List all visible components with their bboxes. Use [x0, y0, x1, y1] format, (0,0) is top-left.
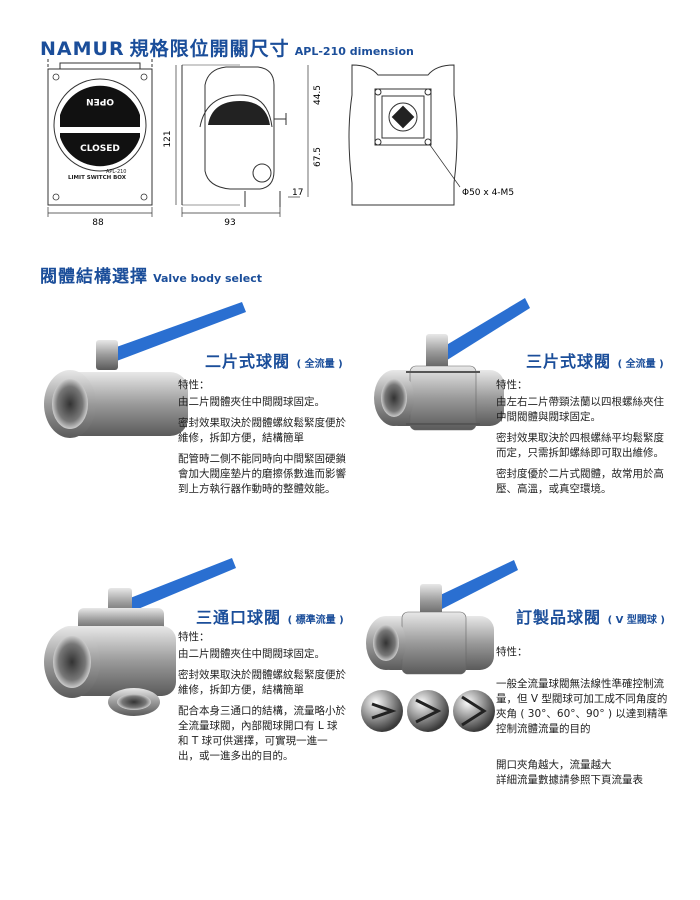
plate-model: APL-210 [106, 169, 126, 175]
valve-1-title: 二片式球閥 [205, 352, 291, 371]
plate-title: LIMIT SWITCH BOX [68, 175, 127, 181]
valve-1-paragraph: 密封效果取決於閥體螺紋鬆緊度便於維修，拆卸方便，結構簡單 [178, 417, 346, 444]
v-ball-60 [407, 690, 449, 732]
valve-two-piece-image [44, 302, 246, 438]
section-header: 閥體結構選擇 Valve body select [40, 262, 262, 287]
valve-handle [108, 302, 246, 362]
valve-1-feature-label: 特性： [178, 379, 210, 391]
valve-3-title-block: 三通口球閥 ( 標準流量 ) [196, 604, 344, 628]
dial-bottom [60, 133, 140, 167]
dim-17: 17 [292, 188, 303, 198]
side-view [181, 64, 287, 207]
valve-bore [53, 636, 91, 688]
bottom-view-shaft [391, 105, 415, 129]
dim-121: 121 [163, 130, 173, 147]
header-title-zh: 規格限位開關尺寸 [129, 38, 290, 60]
valve-1-paragraph: 由二片閥體夾住中間閥球固定。 [178, 396, 325, 408]
valve-4-paragraph: 開口夾角越大，流量越大 詳細流量數據請參照下頁流量表 [496, 759, 643, 786]
v-ball-30 [361, 690, 403, 732]
valve-1-paragraph: 配管時二側不能同時向中間緊固硬鎖會加大閥座墊片的磨擦係數進而影響到上方執行器作動… [178, 453, 346, 495]
valve-stem [426, 334, 448, 370]
dimension-drawing: OPEN CLOSED APL-210 LIMIT SWITCH BOX 88 … [47, 59, 514, 225]
valve-2-paragraph: 密封度優於二片式閥體，故常用於高壓、高溫，或真空環境。 [496, 468, 664, 495]
header-brand: NAMUR [40, 38, 125, 60]
section-title-en: Valve body select [153, 272, 262, 285]
valve-bore [381, 379, 407, 417]
valve-three-piece-image [374, 298, 530, 431]
dim-93: 93 [224, 218, 235, 225]
valve-2-feature-label: 特性： [496, 379, 528, 391]
valve-handle [120, 558, 236, 614]
dim-hole: Φ50 x 4-M5 [462, 188, 514, 198]
valve-2-paragraph: 密封效果取決於四根螺絲平均鬆緊度而定，只需拆卸螺絲即可取出維修。 [496, 432, 664, 459]
valve-3-subtitle: ( 標準流量 ) [287, 615, 344, 626]
valve-3-paragraph: 密封效果取決於閥體螺紋鬆緊度便於維修，拆卸方便，結構簡單 [178, 669, 346, 696]
valve-3-paragraph: 配合本身三通口的結構，流量略小於全流量球閥，內部閥球開口有 L 球和 T 球可供… [178, 705, 346, 762]
valve-1-title-block: 二片式球閥 ( 全流量 ) [205, 348, 343, 372]
valve-4-description: 特性： 一般全流量球閥無法線性準確控制流量，但 V 型閥球可加工成不同角度的夾角… [496, 630, 668, 809]
page-header: NAMUR 規格限位開關尺寸 APL-210 dimension [40, 34, 414, 61]
valve-three-way-image [44, 558, 236, 716]
valve-2-description: 特性： 由左右二片帶頸法蘭以四根螺絲夾住中間閥體與閥球固定。 密封效果取決於四根… [496, 378, 666, 503]
valve-4-title-block: 訂製品球閥 ( V 型閥球 ) [516, 604, 665, 628]
valve-3-description: 特性： 由二片閥體夾住中間閥球固定。 密封效果取決於閥體螺紋鬆緊度便於維修，拆卸… [178, 630, 348, 770]
valve-4-title: 訂製品球閥 [516, 608, 602, 627]
v-ball-90 [453, 690, 495, 732]
valve-2-title-block: 三片式球閥 ( 全流量 ) [526, 348, 664, 372]
valve-stem [420, 584, 442, 618]
dial-top [60, 85, 140, 127]
section-title-zh: 閥體結構選擇 [40, 267, 148, 287]
valve-bore [52, 379, 88, 429]
dim-88: 88 [92, 218, 104, 225]
valve-v-ball-image [366, 560, 518, 675]
valve-handle [438, 298, 530, 362]
valve-1-description: 特性： 由二片閥體夾住中間閥球固定。 密封效果取決於閥體螺紋鬆緊度便於維修，拆卸… [178, 378, 346, 503]
valve-3-paragraph: 由二片閥體夾住中間閥球固定。 [178, 648, 325, 660]
front-view-outline [47, 68, 153, 206]
valve-handle [434, 560, 518, 610]
valve-3-feature-label: 特性： [178, 631, 210, 643]
header-title-en: APL-210 dimension [294, 45, 414, 58]
valve-1-subtitle: ( 全流量 ) [296, 359, 343, 370]
valve-2-subtitle: ( 全流量 ) [617, 359, 664, 370]
front-view-dial [53, 78, 147, 172]
dim-44-5: 44.5 [313, 85, 323, 105]
valve-stem [96, 340, 118, 370]
valve-3-title: 三通口球閥 [196, 608, 282, 627]
dim-67-5: 67.5 [313, 147, 323, 167]
bottom-view [348, 64, 461, 206]
valve-bore [373, 625, 399, 661]
valve-4-paragraph: 一般全流量球閥無法線性準確控制流量，但 V 型閥球可加工成不同角度的夾角 ( 3… [496, 678, 668, 735]
valve-2-paragraph: 由左右二片帶頸法蘭以四根螺絲夾住中間閥體與閥球固定。 [496, 396, 664, 423]
valve-2-title: 三片式球閥 [526, 352, 612, 371]
valve-4-feature-label: 特性： [496, 646, 528, 658]
dial-open-text: OPEN [86, 96, 114, 106]
v-balls-image [361, 690, 495, 732]
side-view-dome [208, 101, 270, 125]
dial-closed-text: CLOSED [80, 144, 120, 154]
valve-4-subtitle: ( V 型閥球 ) [607, 615, 665, 626]
